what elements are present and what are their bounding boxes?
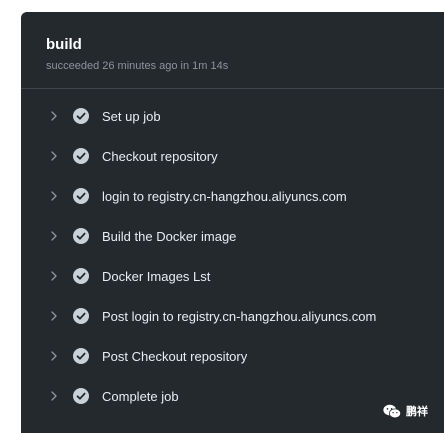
step-row[interactable]: Post Checkout repository xyxy=(21,336,444,376)
step-label: Build the Docker image xyxy=(102,228,237,244)
check-circle-icon xyxy=(73,148,89,164)
chevron-right-icon[interactable] xyxy=(49,231,59,241)
chevron-right-icon[interactable] xyxy=(49,271,59,281)
step-row[interactable]: Build the Docker image xyxy=(21,216,444,256)
step-label: login to registry.cn-hangzhou.aliyuncs.c… xyxy=(102,188,347,204)
job-status: succeeded 26 minutes ago in 1m 14s xyxy=(46,60,229,72)
check-circle-icon xyxy=(73,348,89,364)
check-circle-icon xyxy=(73,108,89,124)
check-circle-icon xyxy=(73,268,89,284)
step-row[interactable]: Docker Images Lst xyxy=(21,256,444,296)
chevron-right-icon[interactable] xyxy=(49,191,59,201)
check-circle-icon xyxy=(73,228,89,244)
watermark-text: 鹏祥 xyxy=(406,406,428,418)
chevron-right-icon[interactable] xyxy=(49,351,59,361)
step-label: Checkout repository xyxy=(102,148,218,164)
check-circle-icon xyxy=(73,388,89,404)
chevron-right-icon[interactable] xyxy=(49,151,59,161)
step-row[interactable]: Checkout repository xyxy=(21,136,444,176)
check-circle-icon xyxy=(73,308,89,324)
watermark: 鹏祥 xyxy=(383,403,428,419)
step-label: Complete job xyxy=(102,388,179,404)
job-header: build succeeded 26 minutes ago in 1m 14s xyxy=(21,12,444,89)
check-circle-icon xyxy=(73,188,89,204)
job-log-panel: build succeeded 26 minutes ago in 1m 14s… xyxy=(21,12,444,433)
step-row[interactable]: Post login to registry.cn-hangzhou.aliyu… xyxy=(21,296,444,336)
step-row[interactable]: Set up job xyxy=(21,96,444,136)
chevron-right-icon[interactable] xyxy=(49,391,59,401)
step-label: Post login to registry.cn-hangzhou.aliyu… xyxy=(102,308,377,324)
step-row[interactable]: Complete job xyxy=(21,376,444,416)
step-label: Docker Images Lst xyxy=(102,268,211,284)
chevron-right-icon[interactable] xyxy=(49,311,59,321)
job-title: build xyxy=(46,36,82,53)
wechat-icon xyxy=(383,404,401,418)
chevron-right-icon[interactable] xyxy=(49,111,59,121)
step-label: Set up job xyxy=(102,108,161,124)
step-label: Post Checkout repository xyxy=(102,348,248,364)
step-row[interactable]: login to registry.cn-hangzhou.aliyuncs.c… xyxy=(21,176,444,216)
